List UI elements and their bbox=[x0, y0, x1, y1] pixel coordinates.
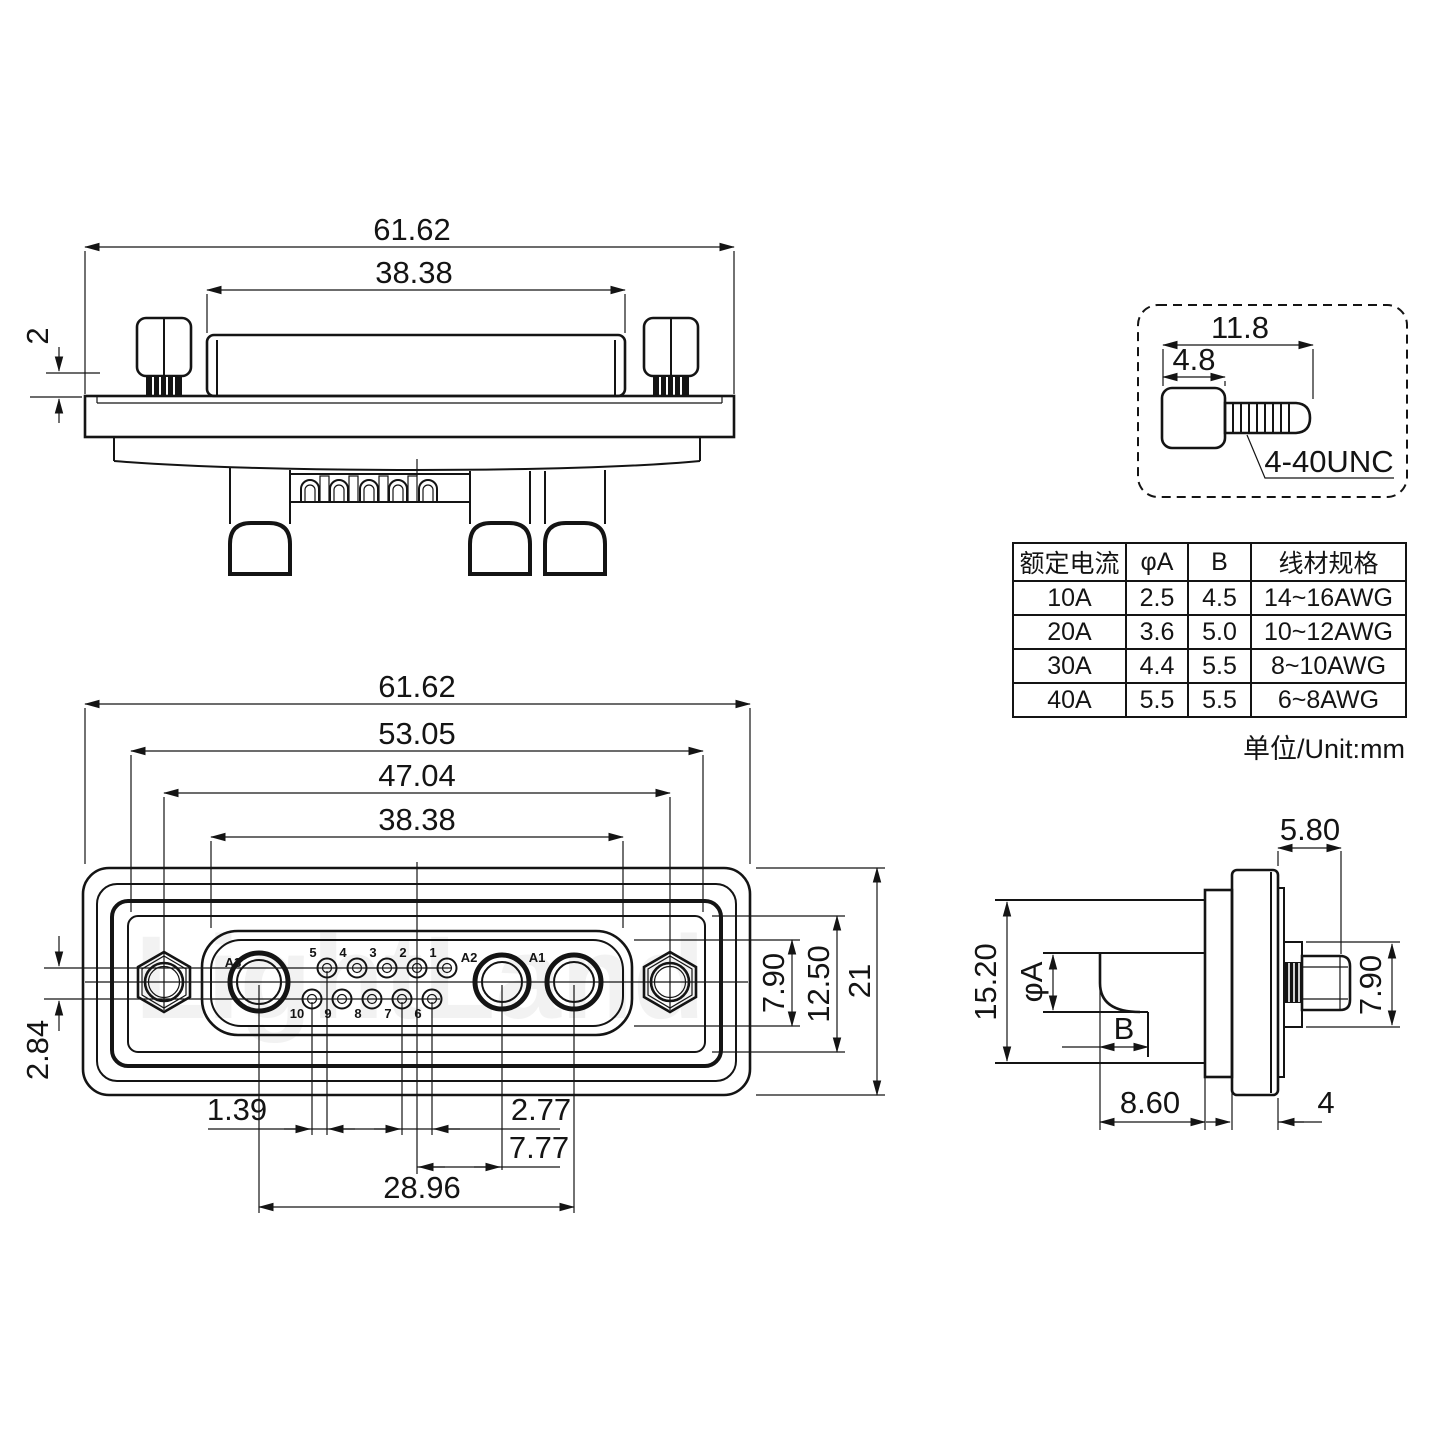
pin-label-7: 7 bbox=[384, 1006, 391, 1021]
side-screw-height-dim: 7.90 bbox=[1353, 955, 1388, 1015]
cell: 30A bbox=[1012, 648, 1127, 684]
front-coax-span-dim: 28.96 bbox=[383, 1170, 461, 1205]
header-wire-gauge: 线材规格 bbox=[1250, 542, 1407, 582]
top-right-jackscrew bbox=[642, 316, 700, 396]
pin-label-8: 8 bbox=[354, 1006, 361, 1021]
cell: 4.5 bbox=[1187, 580, 1252, 616]
front-screw-span-dim: 47.04 bbox=[378, 758, 456, 793]
header-rated-current: 额定电流 bbox=[1012, 542, 1127, 582]
screw-total-length-dim: 11.8 bbox=[1211, 310, 1269, 345]
side-flange-thickness-dim: 4 bbox=[1317, 1085, 1334, 1120]
front-view: 61.62 53.05 47.04 38.38 bbox=[20, 669, 885, 1213]
front-row-offset-dim: 2.84 bbox=[20, 1020, 55, 1080]
pin-label-A3: A3 bbox=[225, 955, 242, 970]
front-shroud-width-dim: 38.38 bbox=[378, 802, 456, 837]
signal-contacts-bottom-row bbox=[301, 988, 443, 1010]
screw-head-outline bbox=[1160, 386, 1227, 450]
screw-thread-outline bbox=[1223, 401, 1312, 435]
pin-label-2: 2 bbox=[399, 945, 406, 960]
side-rear-shell bbox=[1203, 888, 1234, 1079]
side-body-height-dim: 15.20 bbox=[968, 943, 1003, 1021]
side-cup-depth-dim: B bbox=[1114, 1011, 1135, 1046]
top-view: 61.62 38.38 2 bbox=[20, 212, 736, 576]
cell: 20A bbox=[1012, 614, 1127, 650]
cell: 3.6 bbox=[1125, 614, 1189, 650]
top-standoff-dim: 2 bbox=[20, 327, 55, 344]
pin-label-A1: A1 bbox=[529, 950, 546, 965]
front-right-hex-nut bbox=[642, 950, 698, 1014]
cell: 6~8AWG bbox=[1250, 682, 1407, 718]
top-shroud-width-dim: 38.38 bbox=[375, 255, 453, 290]
front-panel-width-dim: 53.05 bbox=[378, 716, 456, 751]
top-coax-solder-cups bbox=[228, 468, 607, 576]
spec-header-row: 额定电流 φA B 线材规格 bbox=[1012, 542, 1407, 582]
spec-row-20a: 20A 3.6 5.0 10~12AWG bbox=[1012, 614, 1407, 650]
side-cup-length-dim: 8.60 bbox=[1120, 1085, 1180, 1120]
pin-label-1: 1 bbox=[429, 945, 436, 960]
spec-row-30a: 30A 4.4 5.5 8~10AWG bbox=[1012, 648, 1407, 684]
pin-label-A2: A2 bbox=[461, 950, 478, 965]
cell: 8~10AWG bbox=[1250, 648, 1407, 684]
front-panel-height-dim: 12.50 bbox=[801, 945, 836, 1023]
front-overall-height-dim: 21 bbox=[842, 964, 877, 998]
unit-caption: 单位/Unit:mm bbox=[1243, 734, 1405, 764]
pin-label-5: 5 bbox=[309, 945, 316, 960]
front-left-hex-nut bbox=[136, 950, 192, 1014]
front-coax-offset-dim: 7.77 bbox=[509, 1130, 569, 1165]
coax-contact-A3 bbox=[227, 950, 291, 1014]
side-cup-profile bbox=[1098, 953, 1141, 1014]
side-view: 15.20 φA B bbox=[968, 812, 1400, 1130]
front-insert-height-dim: 7.90 bbox=[756, 953, 791, 1013]
spec-table: 额定电流 φA B 线材规格 10A 2.5 4.5 14~16AWG 20A … bbox=[1012, 542, 1407, 718]
top-overall-width-dim: 61.62 bbox=[373, 212, 451, 247]
cell: 4.4 bbox=[1125, 648, 1189, 684]
pin-label-3: 3 bbox=[369, 945, 376, 960]
header-phi-a: φA bbox=[1125, 542, 1189, 582]
signal-contacts-top-row bbox=[316, 957, 458, 979]
side-jackscrew bbox=[1283, 941, 1352, 1028]
top-signal-solder-cups bbox=[289, 473, 471, 503]
cell: 5.0 bbox=[1187, 614, 1252, 650]
coax-contact-A1 bbox=[544, 952, 604, 1012]
cell: 10A bbox=[1012, 580, 1127, 616]
top-left-jackscrew bbox=[135, 316, 193, 396]
header-b: B bbox=[1187, 542, 1252, 582]
inset-border bbox=[1137, 304, 1408, 498]
pin-label-6: 6 bbox=[414, 1006, 421, 1021]
pin-label-4: 4 bbox=[339, 945, 347, 960]
coax-contact-A2 bbox=[472, 952, 532, 1012]
cell: 14~16AWG bbox=[1250, 580, 1407, 616]
pin-label-10: 10 bbox=[290, 1006, 304, 1021]
front-stagger-dim: 1.39 bbox=[207, 1092, 267, 1127]
cell: 10~12AWG bbox=[1250, 614, 1407, 650]
front-overall-width-dim: 61.62 bbox=[378, 669, 456, 704]
side-cup-diameter-dim: φA bbox=[1014, 961, 1049, 1002]
screw-head-length-dim: 4.8 bbox=[1172, 342, 1215, 377]
pin-label-9: 9 bbox=[324, 1006, 331, 1021]
spec-row-40a: 40A 5.5 5.5 6~8AWG bbox=[1012, 682, 1407, 718]
cell: 5.5 bbox=[1125, 682, 1189, 718]
cell: 2.5 bbox=[1125, 580, 1189, 616]
spec-row-10a: 10A 2.5 4.5 14~16AWG bbox=[1012, 580, 1407, 616]
cell: 5.5 bbox=[1187, 648, 1252, 684]
screw-detail-inset: 11.8 4.8 4-40UNC bbox=[1137, 304, 1408, 498]
side-head-protrusion-dim: 5.80 bbox=[1280, 812, 1340, 847]
front-pitch-dim: 2.77 bbox=[511, 1092, 571, 1127]
thread-spec-label: 4-40UNC bbox=[1264, 444, 1393, 479]
top-shroud-outline bbox=[205, 333, 627, 398]
cell: 5.5 bbox=[1187, 682, 1252, 718]
cell: 40A bbox=[1012, 682, 1127, 718]
top-flange-outline bbox=[83, 394, 736, 439]
top-rear-body bbox=[113, 437, 701, 476]
